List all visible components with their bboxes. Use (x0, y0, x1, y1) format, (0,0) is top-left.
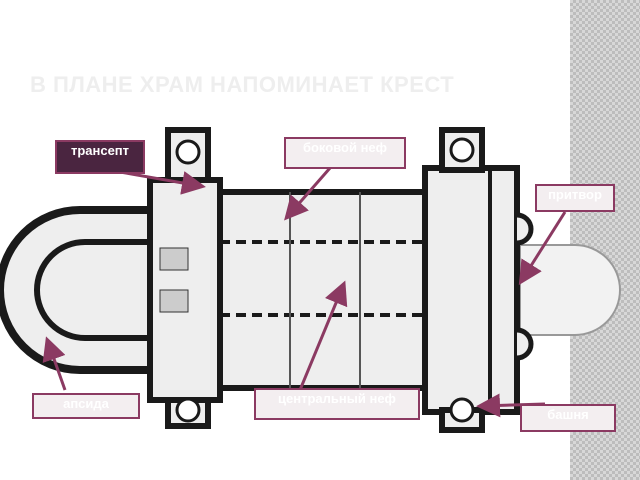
narthex-block (422, 165, 520, 415)
label-side-nave: боковой неф (284, 137, 406, 169)
side-nave-pointer (284, 167, 332, 221)
transept-pointer (119, 170, 206, 195)
slide-title: В ПЛАНЕ ХРАМ НАПОМИНАЕТ КРЕСТ (30, 72, 455, 97)
nave-body (217, 189, 438, 391)
west-rounded-extension (519, 244, 621, 336)
label-narthex: притвор (535, 184, 615, 212)
narthex-pointer (518, 211, 567, 286)
apse-pointer (42, 336, 67, 391)
central-nave-pointer (298, 280, 348, 391)
label-central-nave: центральный неф (254, 388, 420, 420)
label-tower: башня (520, 404, 616, 432)
label-transept: трансепт (55, 140, 145, 174)
label-apse: апсида (32, 393, 140, 419)
checker-pattern-decoration (570, 0, 640, 480)
